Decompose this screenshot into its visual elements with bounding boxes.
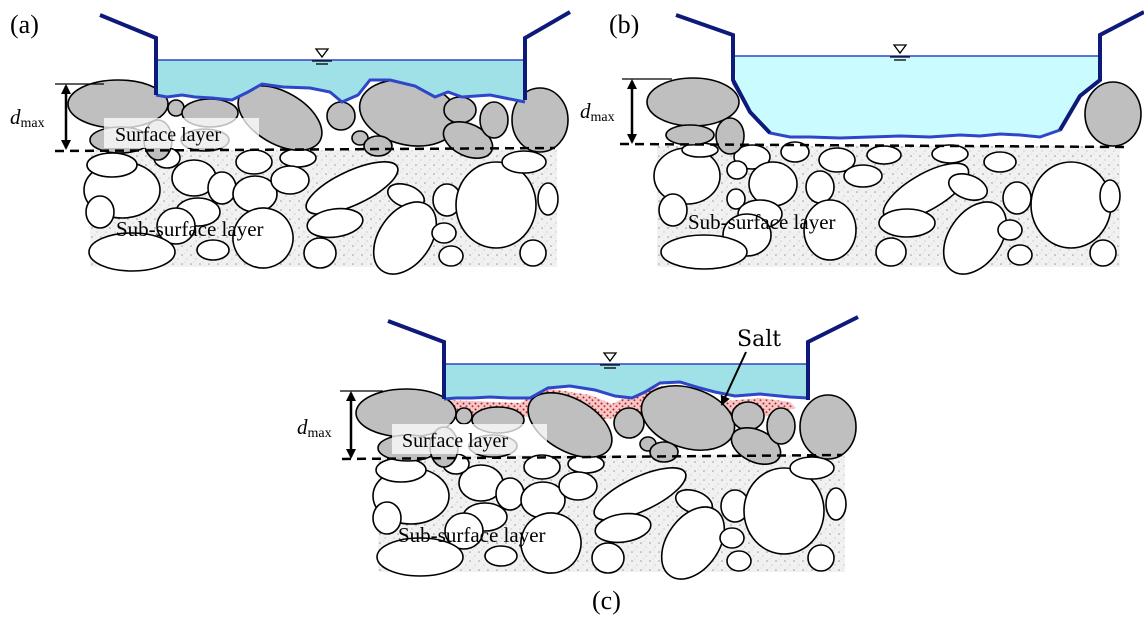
surface-label-box	[104, 118, 259, 148]
bed-line	[443, 380, 809, 401]
water-level-triangle-icon	[600, 352, 620, 369]
interface-line	[341, 453, 843, 461]
surface-layer-label: Surface layer	[115, 124, 221, 146]
channel-wall-left	[675, 13, 772, 135]
salt-pointer-arrow	[720, 351, 747, 406]
dmax-subscript: max	[591, 110, 615, 125]
channel-wall-right	[523, 10, 572, 100]
interface-line	[619, 142, 1131, 149]
dmax-symbol: d	[580, 99, 591, 123]
water-body	[733, 56, 1100, 138]
channel-wall-left	[99, 13, 158, 95]
dmax-label: dmax	[297, 415, 332, 441]
dmax-label: dmax	[10, 105, 45, 131]
dmax-subscript: max	[308, 426, 332, 441]
sub-surface-grains	[372, 453, 847, 580]
water-body	[444, 364, 808, 399]
panel-c: Surface layer Sub-surface layer dmax Sal…	[297, 315, 859, 615]
surface-layer-label: Surface layer	[402, 430, 508, 452]
panel-label: (a)	[10, 10, 39, 39]
channel-wall-right	[806, 315, 859, 400]
sub-surface-grains	[653, 141, 1121, 275]
bed-line	[731, 78, 1101, 140]
panel-a: Surface layer Sub-surface layer dmax (a)	[10, 10, 572, 275]
surface-grains	[646, 77, 1142, 155]
dmax-symbol: d	[297, 415, 308, 439]
sub-surface-grains	[83, 147, 559, 275]
panel-label: (c)	[592, 586, 621, 615]
dmax-label: dmax	[580, 99, 615, 125]
sub-surface-layer-label: Sub-surface layer	[398, 523, 546, 547]
water-level-triangle-icon	[890, 44, 910, 61]
sub-surface-layer-label: Sub-surface layer	[688, 210, 836, 234]
sub-surface-layer-label: Sub-surface layer	[116, 217, 264, 241]
dmax-symbol: d	[10, 105, 21, 129]
bed-line	[155, 78, 526, 104]
water-level-triangle-icon	[312, 48, 332, 65]
surface-label-box	[392, 424, 547, 454]
dmax-subscript: max	[21, 116, 45, 131]
channel-wall-right	[1058, 10, 1144, 132]
channel-wall-left	[387, 319, 446, 399]
salt-label: Salt	[737, 327, 781, 352]
interface-line	[54, 146, 556, 153]
panel-label: (b)	[609, 10, 639, 39]
panel-b: Sub-surface layer dmax (b)	[580, 10, 1144, 275]
